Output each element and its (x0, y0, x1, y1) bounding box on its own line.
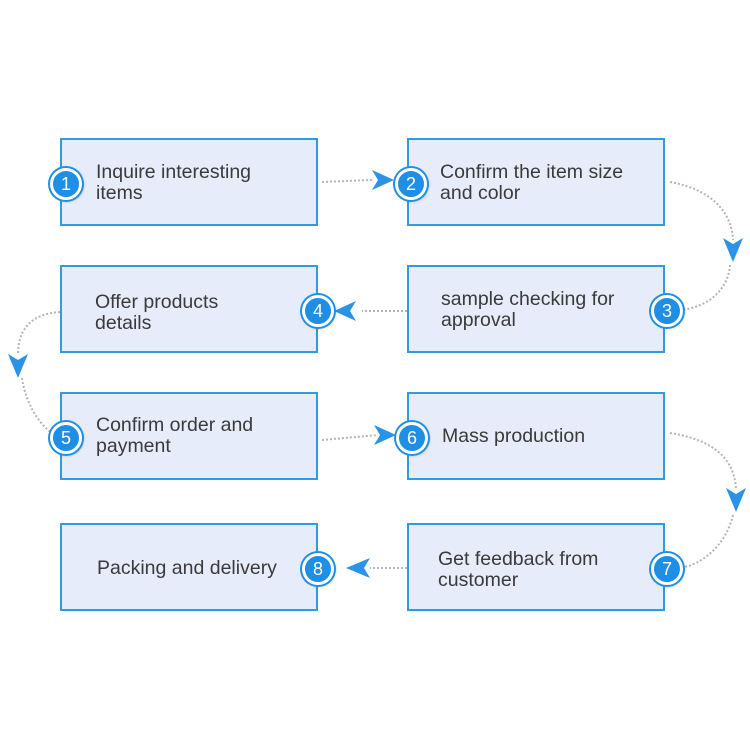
arrow-head-7-8 (346, 558, 370, 578)
connector-7-curve (679, 514, 734, 569)
connector-5-curve (21, 377, 53, 434)
step-label-6: Mass production (442, 425, 586, 447)
step-number-badge-6: 6 (396, 422, 428, 454)
step-box-4 (60, 265, 318, 353)
step-box-8 (60, 523, 318, 611)
step-label-3: sample checking for approval (441, 288, 615, 331)
step-number-badge-3: 3 (651, 295, 683, 327)
step-label-4: Offer products details (95, 291, 219, 334)
arrow-head-6-7 (726, 488, 746, 512)
step-label-1: Inquire interesting items (96, 161, 252, 204)
connector-4-5 (17, 311, 61, 356)
arrow-head-4-5 (8, 354, 28, 378)
step-number-badge-8: 8 (302, 553, 334, 585)
step-box-2 (407, 138, 665, 226)
arrow-head-3-4 (334, 301, 356, 321)
connector-2-3 (669, 181, 734, 241)
step-label-2: Confirm the item size and color (440, 161, 624, 204)
arrow-head-1-2 (372, 170, 394, 190)
step-number-badge-2: 2 (395, 168, 427, 200)
step-number-badge-1: 1 (50, 168, 82, 200)
step-label-5: Confirm order and payment (96, 414, 254, 457)
connector-1-2 (321, 179, 373, 183)
step-number-badge-7: 7 (651, 553, 683, 585)
arrow-head-5-6 (374, 425, 396, 445)
connector-5-6 (321, 434, 379, 441)
connector-3-curve (679, 264, 731, 311)
step-label-7: Get feedback from customer (438, 548, 599, 591)
step-label-8: Packing and delivery (97, 557, 277, 579)
step-number-badge-4: 4 (302, 295, 334, 327)
connector-6-7 (669, 432, 737, 491)
arrow-head-2-3 (723, 238, 743, 262)
step-box-7 (407, 523, 665, 611)
step-number-badge-5: 5 (50, 422, 82, 454)
